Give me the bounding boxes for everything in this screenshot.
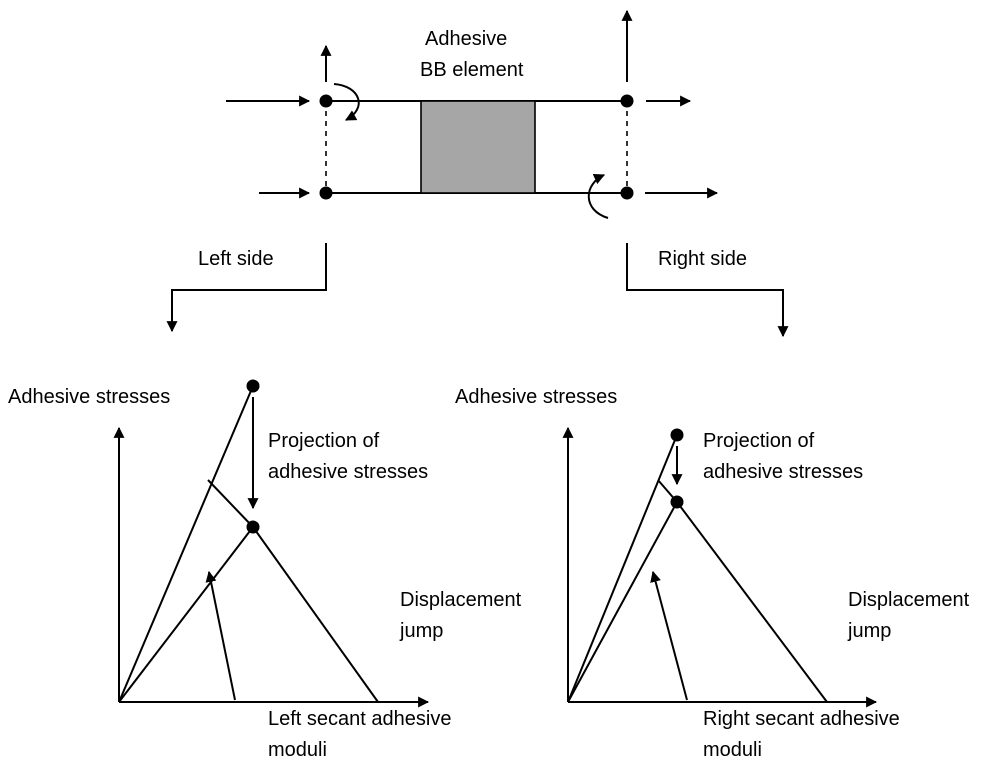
node-bottom-right (620, 186, 634, 200)
right-plot-softening-line (676, 501, 828, 703)
right-plot: Adhesive stresses Projection of adhesive… (455, 386, 970, 761)
left-plot-secant-pointer (205, 570, 236, 701)
right-plot-projection-line1: Projection of (703, 430, 815, 452)
moment-arrow-left (333, 83, 360, 121)
right-plot-projection-line2: adhesive stresses (703, 461, 863, 483)
right-plot-secant-line1: Right secant adhesive (703, 708, 900, 730)
right-plot-elastic-line (567, 434, 678, 703)
left-plot-ylabel: Adhesive stresses (8, 386, 170, 408)
left-plot-elastic-line (118, 385, 254, 703)
left-plot-xlabel-line1: Displacement (400, 589, 522, 611)
right-plot-secant-pointer (650, 570, 688, 701)
adhesive-layer-rect (420, 100, 536, 194)
right-plot-xlabel-line2: jump (847, 620, 891, 642)
node-bottom-left (319, 186, 333, 200)
node-top-left (319, 94, 333, 108)
element-title-line1: Adhesive (425, 28, 507, 50)
left-plot-softening-line (252, 526, 379, 703)
left-plot-projected-point (246, 520, 260, 534)
element-title-line2: BB element (420, 59, 524, 81)
left-plot-xlabel-line2: jump (399, 620, 443, 642)
right-plot-xlabel-line1: Displacement (848, 589, 970, 611)
right-plot-projected-point (670, 495, 684, 509)
right-plot-trial-point (670, 428, 684, 442)
left-plot-secant-line (118, 526, 254, 703)
left-plot-projection-line (207, 479, 254, 528)
bb-element-group: Adhesive BB element (226, 9, 719, 219)
right-connector-line (626, 243, 789, 338)
node-top-right (620, 94, 634, 108)
right-plot-secant-line2: moduli (703, 739, 762, 761)
left-plot-secant-line2: moduli (268, 739, 327, 761)
left-plot: Adhesive stresses Projection of adhesive… (8, 379, 522, 761)
right-side-label: Right side (658, 248, 747, 270)
left-connector-line (166, 243, 327, 333)
right-plot-ylabel: Adhesive stresses (455, 386, 617, 408)
side-connectors: Left side Right side (166, 243, 789, 338)
right-plot-secant-line (567, 501, 678, 703)
left-side-label: Left side (198, 248, 274, 270)
left-plot-projection-line1: Projection of (268, 430, 380, 452)
left-plot-trial-point (246, 379, 260, 393)
left-plot-projection-line2: adhesive stresses (268, 461, 428, 483)
left-plot-secant-line1: Left secant adhesive (268, 708, 451, 730)
moment-arrow-right (587, 174, 609, 219)
